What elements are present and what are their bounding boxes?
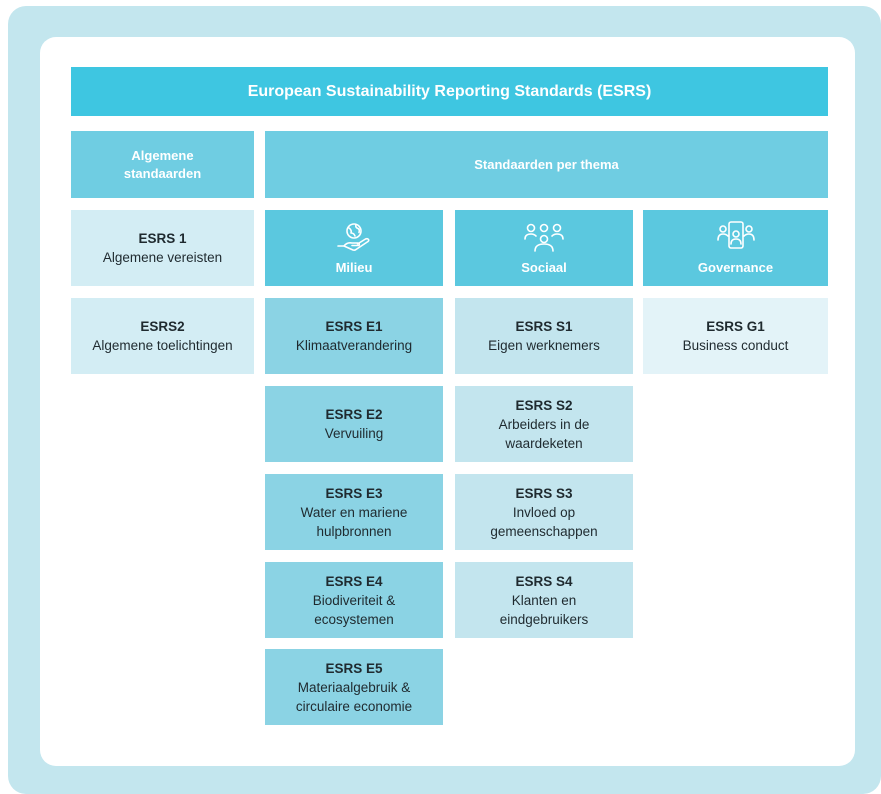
theme-header-milieu: Milieu — [265, 210, 443, 286]
card-name: Klanten en eindgebruikers — [499, 592, 589, 627]
card-code: ESRS2 — [140, 319, 185, 334]
card-code: ESRS S4 — [515, 573, 573, 589]
sociaal-card-s2: ESRS S2 Arbeiders in de waardeketen — [455, 386, 633, 462]
card-code: ESRS 1 — [138, 231, 187, 246]
card-code: ESRS E1 — [325, 319, 383, 334]
card-name: Water en mariene hulpbronnen — [300, 504, 408, 539]
card-name: Biodiveriteit & ecosystemen — [312, 592, 396, 627]
card-code: ESRS G1 — [706, 319, 765, 334]
milieu-card-e2: ESRS E2 Vervuiling — [265, 386, 443, 462]
card-code: ESRS E2 — [325, 407, 383, 422]
general-standards-header: Algemene standaarden — [71, 131, 254, 198]
card-name: Business conduct — [682, 338, 789, 353]
general-card-esrs-1: ESRS 1 Algemene vereisten — [71, 210, 254, 286]
card-name: Klimaatverandering — [295, 338, 413, 353]
sociaal-card-s4: ESRS S4 Klanten en eindgebruikers — [455, 562, 633, 638]
card-name: Algemene vereisten — [102, 250, 223, 265]
people-group-icon — [524, 223, 564, 252]
general-card-esrs-2: ESRS2 Algemene toelichtingen — [71, 298, 254, 374]
governance-card-g1: ESRS G1 Business conduct — [643, 298, 828, 374]
card-name: Arbeiders in de waardeketen — [498, 416, 590, 451]
milieu-card-e1: ESRS E1 Klimaatverandering — [265, 298, 443, 374]
card-name: Materiaalgebruik & circulaire economie — [295, 679, 413, 714]
globe-hand-icon — [337, 223, 370, 251]
card-code: ESRS S2 — [515, 397, 573, 413]
card-code: ESRS S1 — [515, 319, 573, 334]
diagram-title: European Sustainability Reporting Standa… — [71, 67, 828, 116]
card-code: ESRS E3 — [325, 485, 383, 501]
theme-standards-header: Standaarden per thema — [265, 131, 828, 198]
sociaal-card-s1: ESRS S1 Eigen werknemers — [455, 298, 633, 374]
card-name: Algemene toelichtingen — [92, 338, 233, 353]
sociaal-card-s3: ESRS S3 Invloed op gemeenschappen — [455, 474, 633, 550]
card-name: Eigen werknemers — [488, 338, 600, 353]
card-name: Vervuiling — [324, 426, 384, 441]
milieu-card-e3: ESRS E3 Water en mariene hulpbronnen — [265, 474, 443, 550]
card-code: ESRS E4 — [325, 573, 383, 589]
card-code: ESRS S3 — [515, 485, 573, 501]
card-code: ESRS E5 — [325, 660, 383, 676]
card-name: Invloed op gemeenschappen — [490, 504, 598, 539]
theme-header-sociaal: Sociaal — [455, 210, 633, 286]
board-meeting-icon — [716, 221, 755, 249]
milieu-card-e5: ESRS E5 Materiaalgebruik & circulaire ec… — [265, 649, 443, 725]
milieu-card-e4: ESRS E4 Biodiveriteit & ecosystemen — [265, 562, 443, 638]
theme-header-governance: Governance — [643, 210, 828, 286]
